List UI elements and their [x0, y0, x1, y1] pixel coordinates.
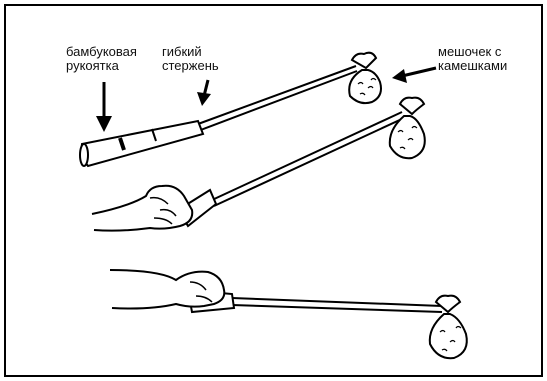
label-stone-bag-line1: мешочек с: [438, 45, 507, 59]
stone-bag-top: [349, 53, 381, 103]
stone-bag-middle: [390, 98, 425, 159]
hand-bottom: [110, 270, 224, 309]
arrow-bag: [392, 68, 436, 83]
label-bamboo-handle: бамбуковая рукоятка: [66, 45, 137, 73]
arrow-handle: [96, 82, 112, 132]
label-flexible-rod-line1: гибкий: [162, 45, 219, 59]
hand-middle: [92, 186, 192, 231]
label-flexible-rod-line2: стержень: [162, 59, 219, 73]
label-bamboo-handle-line1: бамбуковая: [66, 45, 137, 59]
label-bamboo-handle-line2: рукоятка: [66, 59, 137, 73]
rod-in-hand-swing: [92, 98, 425, 231]
label-stone-bag: мешочек с камешками: [438, 45, 507, 73]
rod-in-hand-horizontal: [110, 270, 467, 358]
arrow-rod: [197, 80, 211, 106]
label-flexible-rod: гибкий стержень: [162, 45, 219, 73]
label-stone-bag-line2: камешками: [438, 59, 507, 73]
